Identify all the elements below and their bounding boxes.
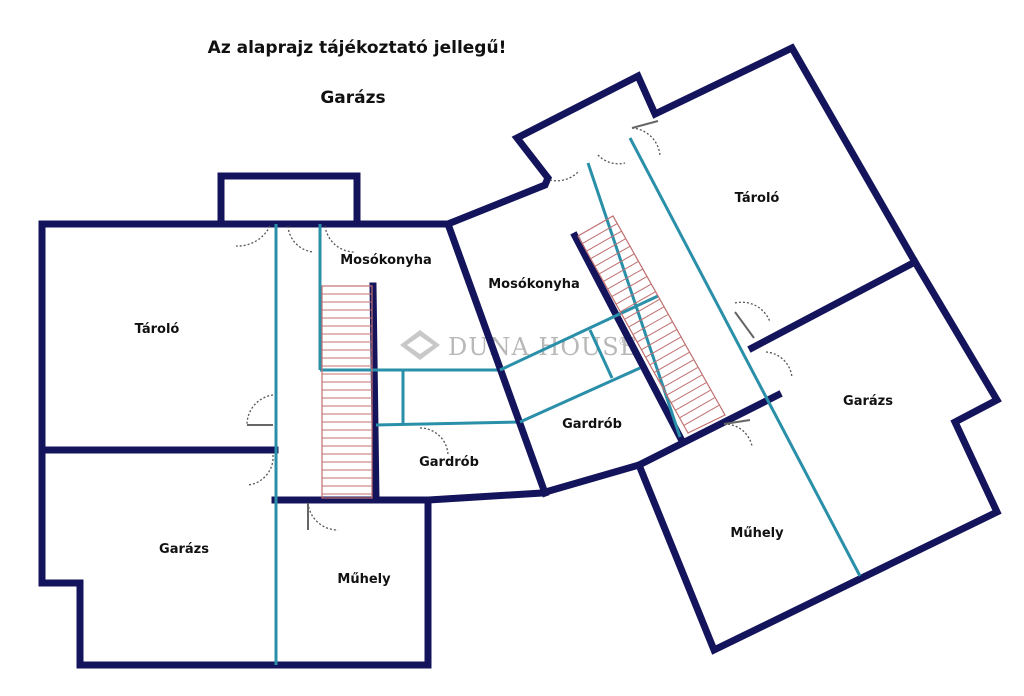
stair-step (683, 404, 720, 426)
room-label-laundry-left: Mosókonyha (340, 253, 432, 268)
left-stair-wall (369, 282, 380, 504)
watermark-logo-inner-icon (407, 336, 433, 354)
plan-title: Garázs (320, 88, 385, 108)
left-passage-wall-south (375, 420, 521, 427)
stair-step (653, 351, 690, 373)
door-swing-icon (631, 127, 661, 157)
door-swing-icon (549, 171, 579, 182)
room-label-storage-right: Tároló (735, 191, 780, 206)
middle-diagonal-wall (443, 219, 550, 498)
stair-step (590, 238, 626, 260)
door-swing-icon (324, 225, 356, 253)
stair-step (620, 291, 656, 313)
door-swing-icon (235, 225, 271, 247)
room-label-garage-right: Garázs (843, 394, 893, 409)
room-label-laundry-right: Mosókonyha (488, 277, 580, 292)
door-swing-icon (723, 423, 753, 447)
door-swing-icon (246, 394, 274, 426)
right-staircase (577, 215, 726, 434)
right-storage-garage-wall (747, 257, 920, 353)
disclaimer-heading: Az alaprajz tájékoztató jellegű! (208, 38, 507, 58)
stair-step (636, 321, 673, 343)
left-bay-wall (217, 172, 361, 228)
room-label-workshop-right: Műhely (730, 526, 784, 541)
stair-step (594, 245, 631, 267)
left-doors (235, 225, 449, 531)
right-passage-wall-south (519, 366, 641, 424)
door-swing-icon (765, 351, 793, 379)
door-swing-icon (597, 154, 626, 165)
right-stair-outline (577, 215, 726, 434)
door-swing-icon (419, 427, 449, 456)
stair-step (615, 283, 652, 305)
watermark-text: DUNA HOUSE (448, 333, 638, 361)
left-stair-outline (321, 285, 373, 499)
right-passage-wall-north (499, 294, 659, 372)
stair-step (670, 382, 707, 404)
stair-step (662, 367, 698, 388)
door-swing-icon (734, 301, 771, 323)
watermark-registered: ® (618, 335, 630, 348)
left-outer-wall (38, 220, 452, 669)
right-passage-wall-mid (588, 329, 614, 379)
room-label-wardrobe-right: Gardrób (562, 417, 622, 432)
room-label-garage-left: Garázs (159, 542, 209, 557)
room-label-storage-left: Tároló (135, 322, 180, 337)
right-stair-wall (570, 231, 685, 442)
door-leaf-icon (734, 311, 755, 339)
stair-step (624, 298, 660, 320)
right-corridor-wall-east (628, 137, 862, 577)
duna-house-watermark: DUNA HOUSE ® (400, 330, 638, 361)
stair-step (628, 306, 665, 328)
stair-step (611, 276, 648, 298)
stair-step (666, 374, 703, 396)
door-swing-icon (287, 225, 315, 253)
room-label-wardrobe-left: Gardrób (419, 455, 479, 470)
stair-step (645, 336, 681, 358)
stair-step (675, 389, 711, 411)
stair-step (598, 253, 635, 275)
left-staircase (321, 285, 373, 499)
door-leaf-icon (723, 419, 751, 425)
right-doors (549, 120, 793, 447)
stair-step (658, 359, 694, 381)
stair-step (586, 230, 622, 252)
middle-section: Mosókonyha Tároló Gardrób Garázs Műhely (424, 43, 1002, 655)
stair-step (581, 223, 618, 245)
left-unit: Tároló Mosókonyha Gardrób Garázs Műhely (38, 172, 521, 669)
stair-step (641, 329, 677, 351)
stair-step (679, 397, 715, 419)
door-leaf-icon (631, 120, 659, 129)
stair-step (603, 261, 639, 282)
stair-step (649, 344, 686, 366)
door-swing-icon (246, 454, 274, 486)
stair-step (632, 314, 669, 335)
room-label-workshop-left: Műhely (337, 572, 391, 587)
stair-step (607, 268, 643, 290)
right-workshop-wall (634, 390, 783, 470)
door-swing-icon (307, 502, 339, 531)
